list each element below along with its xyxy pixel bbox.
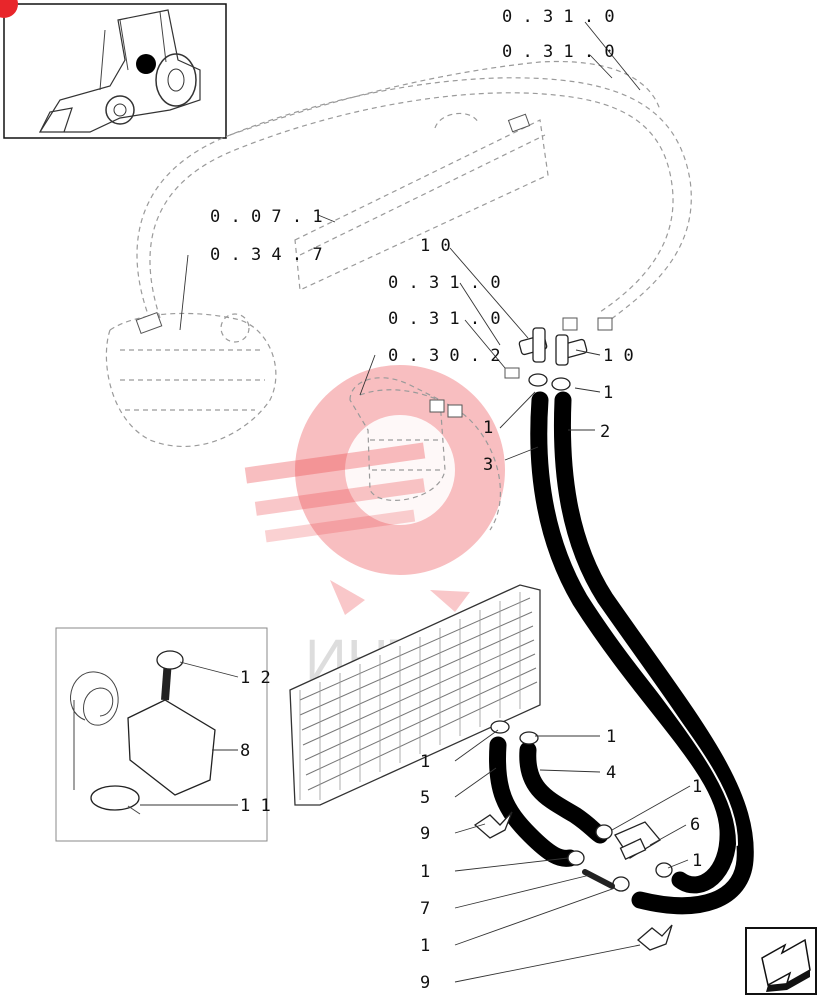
bracket-and-clips [473, 811, 673, 951]
label-part-4: 4 [606, 763, 616, 783]
label-ref-top-1: 0 . 3 1 . 0 [502, 7, 615, 27]
label-part-1a: 1 [603, 383, 613, 403]
label-part-9a: 9 [420, 824, 430, 844]
label-part-1h: 1 [420, 936, 430, 956]
label-ref-top-2: 0 . 3 1 . 0 [502, 42, 615, 62]
label-part-12: 1 2 [240, 668, 271, 688]
label-ref-071: 0 . 0 7 . 1 [210, 207, 323, 227]
watermark-logo [244, 365, 505, 615]
next-page-arrow-icon[interactable] [745, 927, 817, 995]
label-part-1g: 1 [420, 862, 430, 882]
label-part-6: 6 [690, 815, 700, 835]
label-part-1c: 1 [420, 752, 430, 772]
label-part-9b: 9 [420, 973, 430, 993]
hose-pair-main [530, 391, 754, 915]
label-part-5: 5 [420, 788, 430, 808]
label-ref-mid-1: 0 . 3 1 . 0 [388, 273, 501, 293]
oil-cooler-core [289, 584, 541, 806]
callout-labels: 0 . 3 1 . 0 0 . 3 1 . 0 0 . 0 7 . 1 0 . … [210, 7, 702, 993]
label-part-11: 1 1 [240, 796, 271, 816]
label-part-10b: 1 0 [603, 346, 634, 366]
thermostat-inset [55, 627, 268, 842]
ghost-fittings [135, 113, 613, 418]
label-ref-347: 0 . 3 4 . 7 [210, 245, 323, 265]
label-ref-mid-2: 0 . 3 1 . 0 [388, 309, 501, 329]
tee-fittings [518, 327, 588, 366]
leader-lines [140, 21, 691, 983]
machine-thumbnail [0, 0, 227, 139]
label-part-1b: 1 [483, 418, 493, 438]
ghost-assemblies [105, 60, 692, 531]
label-part-1f: 1 [692, 851, 702, 871]
label-part-7: 7 [420, 899, 430, 919]
label-ref-302: 0 . 3 0 . 2 [388, 346, 501, 366]
label-part-1d: 1 [606, 727, 616, 747]
label-part-1e: 1 [692, 777, 702, 797]
label-part-8: 8 [240, 741, 250, 761]
hose-4-5 [489, 736, 609, 867]
label-part-2: 2 [600, 422, 610, 442]
label-part-10a: 1 0 [420, 236, 451, 256]
label-part-3: 3 [483, 455, 493, 475]
clamp-rings [490, 373, 673, 892]
